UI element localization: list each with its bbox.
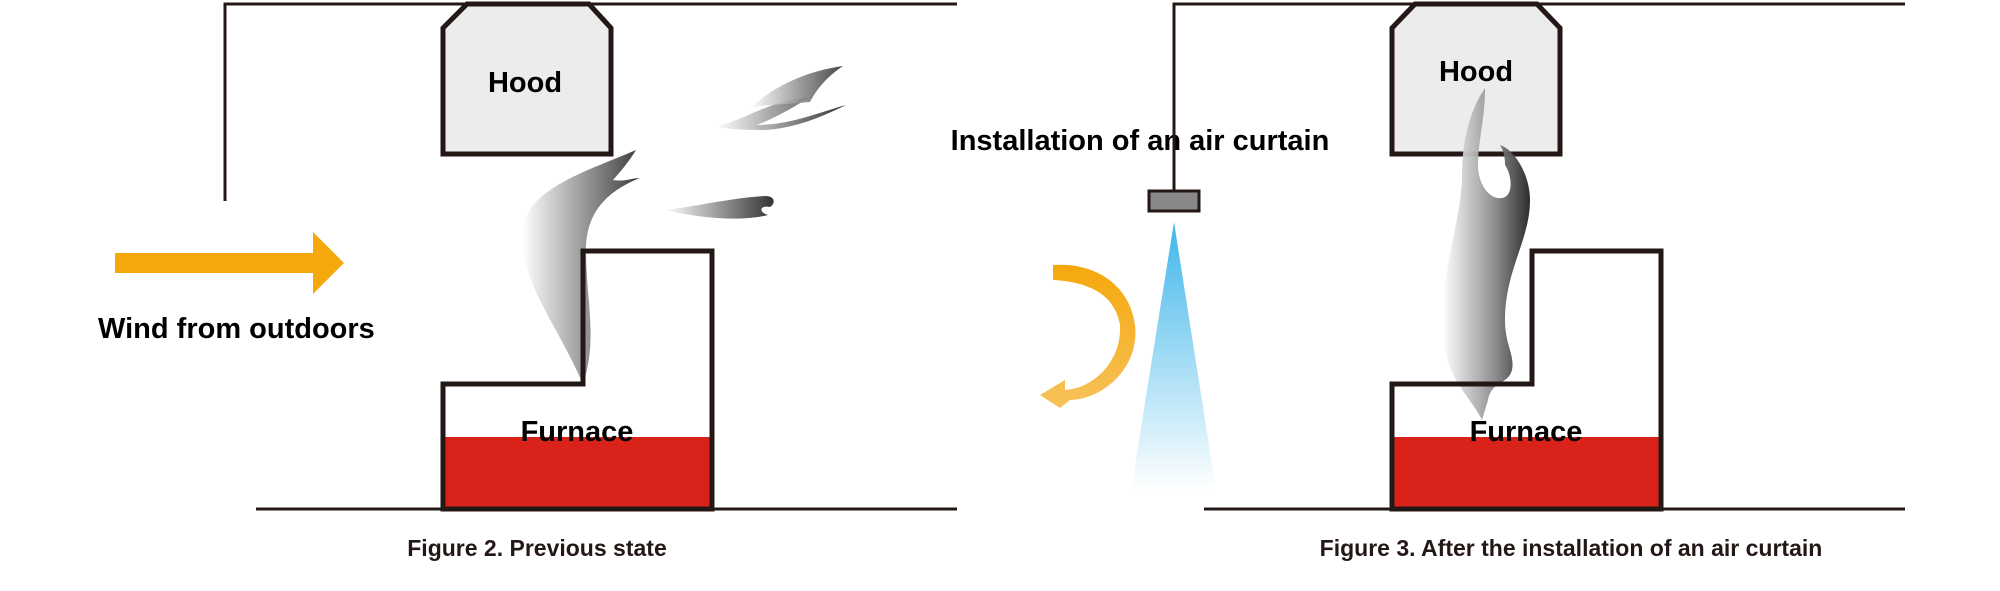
furnace-label: Furnace — [1470, 416, 1583, 448]
air-jet — [1131, 222, 1216, 490]
smoke-wisp-middle — [664, 196, 774, 219]
air-curtain-unit — [1147, 189, 1201, 213]
figure-2-previous-state: Hood Furnace Wind from outdoors Figure 2… — [98, 1, 957, 561]
building-wall-outline — [223, 2, 957, 201]
air-curtain: Installation of an air curtain — [951, 125, 1330, 490]
furnace-label: Furnace — [521, 416, 634, 448]
smoke-wisp-upper-curl — [750, 66, 843, 108]
figure-3-after-installation: Hood Furnace Figure 3. After the install… — [1172, 1, 1905, 561]
furnace — [1389, 248, 1664, 512]
figure-3-caption: Figure 3. After the installation of an a… — [1320, 535, 1823, 561]
building-wall-outline — [1172, 2, 1905, 160]
deflected-wind-arrow — [1040, 264, 1136, 408]
wind-arrow — [115, 232, 344, 294]
smoke-plume-captured — [1442, 88, 1530, 420]
molten-metal — [1392, 437, 1661, 509]
hood — [1389, 1, 1563, 157]
molten-metal — [443, 437, 712, 509]
smoke-wisp-top — [715, 98, 846, 130]
hood-label: Hood — [1439, 56, 1513, 88]
hood — [440, 1, 614, 157]
figure-2-caption: Figure 2. Previous state — [407, 535, 666, 561]
hood-label: Hood — [488, 67, 562, 99]
air-curtain-label: Installation of an air curtain — [951, 125, 1330, 157]
furnace — [440, 248, 715, 512]
wind-label: Wind from outdoors — [98, 313, 375, 345]
